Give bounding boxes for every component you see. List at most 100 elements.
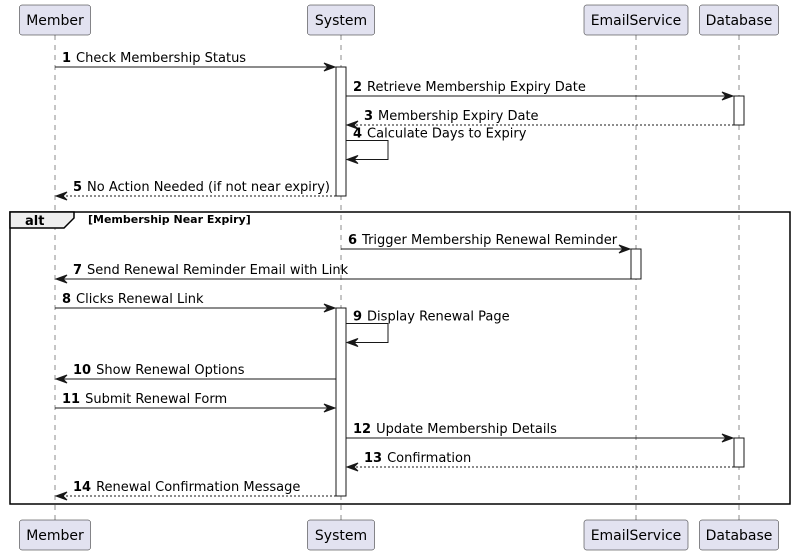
participant-member-top: Member: [19, 4, 91, 36]
message-number: 14: [73, 480, 91, 495]
message-line: [346, 140, 389, 160]
arrowhead: [323, 62, 337, 72]
alt-fragment: alt[Membership Near Expiry]: [9, 211, 791, 505]
message-number: 12: [353, 422, 371, 437]
participant-box: [583, 4, 689, 36]
message-number: 10: [73, 363, 91, 378]
participant-label: Member: [26, 528, 84, 544]
message-12: 12 Update Membership Details: [346, 422, 735, 443]
arrowhead: [721, 91, 735, 101]
participant-box: [307, 4, 375, 36]
message-line: [346, 323, 389, 343]
arrowhead: [323, 403, 337, 413]
message-number: 9: [353, 310, 362, 325]
message-number: 7: [73, 263, 82, 278]
message-text: Send Renewal Reminder Email with Link: [87, 263, 349, 278]
participant-system-top: System: [307, 4, 375, 36]
message-number: 2: [353, 80, 362, 95]
message-text: Retrieve Membership Expiry Date: [367, 80, 586, 95]
message-8: 8 Clicks Renewal Link: [55, 292, 337, 313]
message-text: Check Membership Status: [76, 51, 246, 66]
message-label: 8 Clicks Renewal Link: [62, 292, 204, 307]
message-14: 14 Renewal Confirmation Message: [54, 480, 336, 501]
message-text: Submit Renewal Form: [85, 392, 227, 407]
message-text: Update Membership Details: [376, 422, 557, 437]
arrowhead: [54, 274, 68, 284]
participant-label: Member: [26, 13, 84, 29]
arrowhead: [345, 462, 359, 472]
message-number: 8: [62, 292, 71, 307]
participant-box: [19, 519, 91, 551]
activation-bar-db: [733, 437, 745, 468]
arrowhead: [54, 191, 68, 201]
message-text: Trigger Membership Renewal Reminder: [361, 233, 618, 248]
message-number: 6: [348, 233, 357, 248]
participant-label: Database: [706, 13, 773, 29]
arrowhead: [345, 338, 359, 347]
participant-label: System: [315, 528, 367, 544]
participant-box: [19, 4, 91, 36]
participant-email-top: EmailService: [583, 4, 689, 36]
message-6: 6 Trigger Membership Renewal Reminder: [341, 233, 632, 254]
message-label: 6 Trigger Membership Renewal Reminder: [348, 233, 618, 248]
message-10: 10 Show Renewal Options: [54, 363, 336, 384]
arrowhead: [54, 374, 68, 384]
message-label: 14 Renewal Confirmation Message: [73, 480, 300, 495]
message-text: Display Renewal Page: [367, 310, 510, 325]
activation-bar-system: [335, 66, 347, 197]
message-text: Membership Expiry Date: [378, 109, 539, 124]
participant-label: EmailService: [591, 13, 682, 29]
activation-bar-system: [335, 307, 347, 497]
message-text: Show Renewal Options: [96, 363, 245, 378]
participant-db-bottom: Database: [699, 519, 779, 551]
participant-label: EmailService: [591, 528, 682, 544]
arrowhead: [323, 303, 337, 313]
activation-bar-db: [733, 95, 745, 126]
message-number: 1: [62, 51, 71, 66]
arrowhead: [618, 244, 632, 254]
activation-bar-email: [630, 248, 642, 280]
message-label: 1 Check Membership Status: [62, 51, 246, 66]
participant-label: System: [315, 13, 367, 29]
fragment-tab: [9, 211, 75, 229]
fragments: alt[Membership Near Expiry]: [9, 211, 791, 505]
message-number: 3: [364, 109, 373, 124]
participant-db-top: Database: [699, 4, 779, 36]
message-label: 10 Show Renewal Options: [73, 363, 245, 378]
message-label: 2 Retrieve Membership Expiry Date: [353, 80, 586, 95]
messages: 1 Check Membership Status 2 Retrieve Member…: [54, 51, 735, 501]
message-label: 3 Membership Expiry Date: [364, 109, 539, 124]
participant-box: [699, 519, 779, 551]
message-number: 13: [364, 451, 382, 466]
participant-email-bottom: EmailService: [583, 519, 689, 551]
message-2: 2 Retrieve Membership Expiry Date: [346, 80, 735, 101]
activation-bars: [335, 66, 745, 497]
participants: MemberMemberSystemSystemEmailServiceEmai…: [19, 4, 779, 551]
participant-system-bottom: System: [307, 519, 375, 551]
message-3: 3 Membership Expiry Date: [345, 109, 734, 130]
message-text: Renewal Confirmation Message: [96, 480, 300, 495]
message-text: Calculate Days to Expiry: [367, 127, 527, 142]
participant-member-bottom: Member: [19, 519, 91, 551]
participant-box: [699, 4, 779, 36]
arrowhead: [54, 491, 68, 501]
message-9: 9 Display Renewal Page: [345, 310, 510, 347]
message-label: 9 Display Renewal Page: [353, 310, 510, 325]
fragment-border: [9, 211, 791, 505]
fragment-keyword: alt: [25, 214, 44, 229]
message-number: 5: [73, 180, 82, 195]
arrowhead: [345, 120, 359, 130]
message-text: Clicks Renewal Link: [76, 292, 204, 307]
participant-box: [583, 519, 689, 551]
participant-box: [307, 519, 375, 551]
message-7: 7 Send Renewal Reminder Email with Link: [54, 263, 631, 284]
